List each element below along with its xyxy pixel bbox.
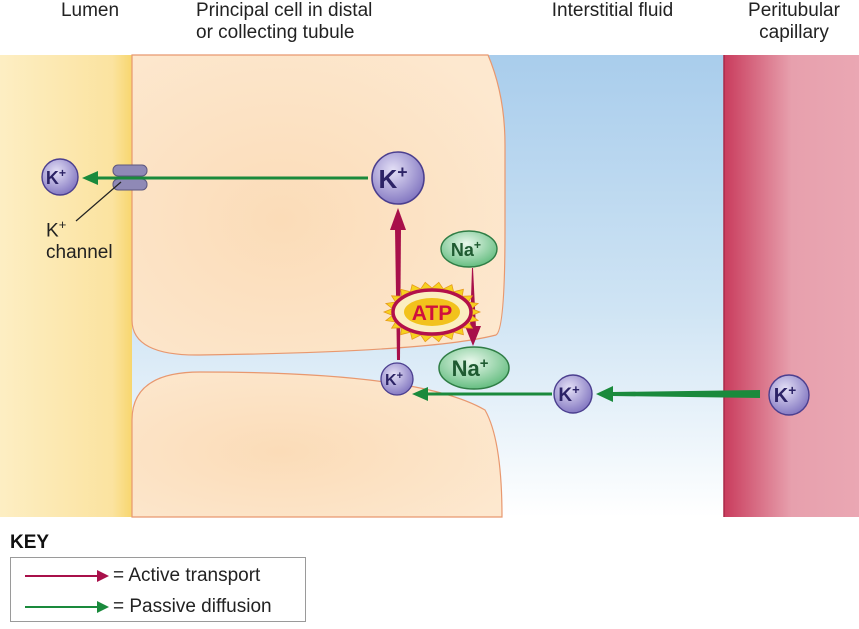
k-ion-interstitial: K+ bbox=[553, 374, 593, 414]
header-lumen: Lumen bbox=[60, 0, 120, 21]
principal-cell-upper bbox=[131, 54, 506, 356]
passive-arrow-cell-to-lumen bbox=[82, 171, 368, 185]
lumen-region bbox=[0, 55, 132, 517]
k-ion-pump: K+ bbox=[380, 362, 414, 396]
atp-pump: ATP bbox=[382, 281, 482, 343]
passive-arrow-interstitial-to-cell bbox=[412, 387, 552, 401]
passive-arrow-capillary-to-interstitial bbox=[596, 386, 760, 402]
k-channel bbox=[112, 164, 148, 191]
passive-diffusion-swatch bbox=[25, 606, 97, 608]
k-ion-capillary: K+ bbox=[768, 374, 810, 416]
svg-text:Na+: Na+ bbox=[451, 238, 481, 260]
k-channel-label: K+ channel bbox=[46, 217, 113, 264]
header-principal-cell: Principal cell in distal or collecting t… bbox=[196, 0, 373, 43]
key-active-label: = Active transport bbox=[113, 565, 261, 586]
key-title: KEY bbox=[10, 532, 50, 553]
atp-label: ATP bbox=[412, 302, 452, 325]
key-passive-label: = Passive diffusion bbox=[113, 596, 272, 617]
active-transport-arrowhead bbox=[97, 570, 109, 582]
k-ion-cell: K+ bbox=[371, 151, 425, 205]
key-row-passive: = Passive diffusion bbox=[11, 595, 307, 619]
active-transport-swatch bbox=[25, 575, 97, 577]
header-interstitial-fluid: Interstitial fluid bbox=[551, 0, 674, 21]
passive-diffusion-arrowhead bbox=[97, 601, 109, 613]
key-row-active: = Active transport bbox=[11, 564, 307, 588]
k-ion-lumen: K+ bbox=[41, 158, 79, 196]
key-legend: = Active transport = Passive diffusion bbox=[10, 557, 306, 622]
na-ion-cell: Na+ bbox=[440, 230, 498, 268]
capillary-region bbox=[724, 55, 859, 517]
na-ion-interstitial: Na+ bbox=[438, 346, 510, 390]
channel-pointer-line bbox=[75, 181, 122, 222]
svg-text:Na+: Na+ bbox=[452, 355, 489, 382]
header-peritubular-capillary: Peritubular capillary bbox=[748, 0, 840, 43]
